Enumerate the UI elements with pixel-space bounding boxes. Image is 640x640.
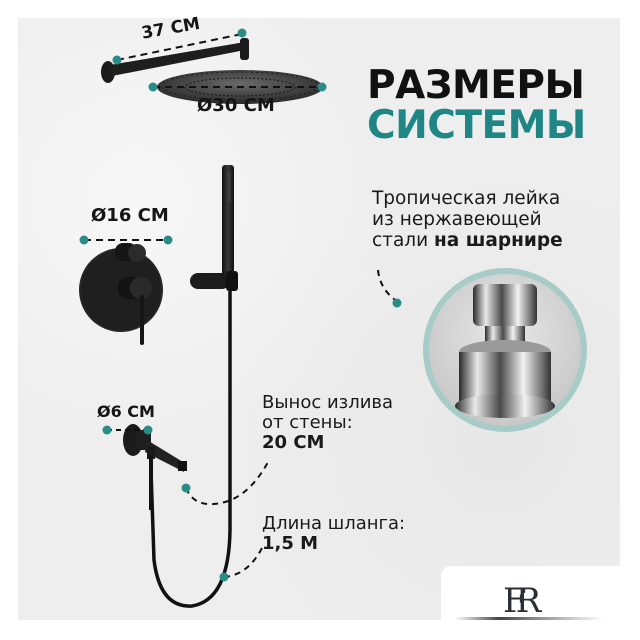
arm-dimension-line xyxy=(112,28,247,65)
hose-length-spec: Длина шланга: 1,5 М xyxy=(262,514,405,554)
hose-length-connector xyxy=(219,547,263,582)
spout-reach-value: 20 СМ xyxy=(262,432,325,453)
hose-length-label: Длина шланга: xyxy=(262,513,406,534)
description-highlight: на шарнире xyxy=(434,230,563,251)
description-line-2: из нержавеющей xyxy=(372,209,542,230)
spout-dimension-markers xyxy=(102,425,153,435)
hose-length-value: 1,5 М xyxy=(262,533,319,554)
mixer-valve xyxy=(79,243,163,345)
mixer-dimension-line xyxy=(79,235,173,245)
swivel-joint-icon xyxy=(455,284,555,418)
shower-arm xyxy=(101,38,249,83)
title-line-2: СИСТЕМЫ xyxy=(367,103,586,148)
spout-reach-connector xyxy=(181,461,269,506)
brand-logo-icon: FR xyxy=(503,581,541,621)
shower-hose xyxy=(149,291,232,608)
swivel-joint-closeup xyxy=(423,268,587,432)
head-dimension-line xyxy=(148,82,327,92)
spout-reach-spec: Вынос излива от стены: 20 СМ xyxy=(262,393,393,453)
chrome-swivel-image xyxy=(429,274,581,426)
head-diameter-label: Ø30 СМ xyxy=(197,95,275,116)
mixer-diameter-label: Ø16 СМ xyxy=(91,205,169,226)
description-line-3: стали xyxy=(372,230,435,251)
brand-logo-tab: FR xyxy=(441,566,640,640)
page-title: РАЗМЕРЫ СИСТЕМЫ xyxy=(367,66,586,146)
spout-diameter-label: Ø6 СМ xyxy=(97,402,155,421)
description-line-1: Тропическая лейка xyxy=(372,188,561,209)
spout-reach-label-2: от стены: xyxy=(262,412,353,433)
description-connector xyxy=(377,269,402,308)
logo-underline xyxy=(455,617,603,620)
hand-shower xyxy=(190,165,238,291)
spout-reach-label-1: Вынос излива xyxy=(262,392,394,413)
rain-head-description: Тропическая лейка из нержавеющей стали н… xyxy=(372,188,563,251)
tub-spout xyxy=(123,424,187,510)
title-line-1: РАЗМЕРЫ xyxy=(367,63,585,108)
